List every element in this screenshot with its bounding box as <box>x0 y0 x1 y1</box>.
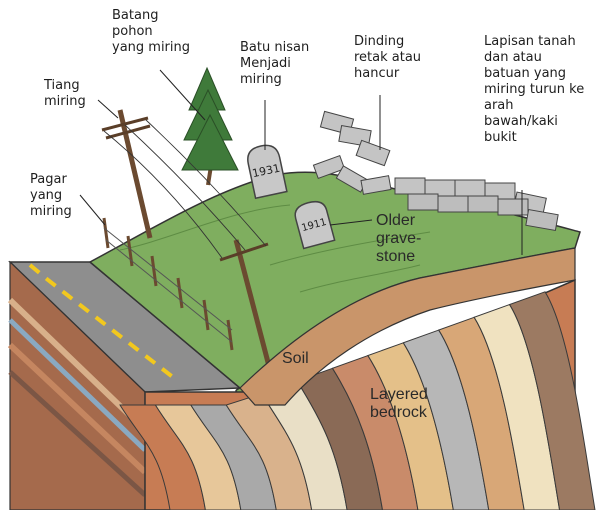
label-batu-nisan: Batu nisan Menjadi miring <box>240 40 310 87</box>
gravestone-1931: 1931 <box>247 144 288 200</box>
bedrock-stratum <box>508 291 596 510</box>
label-dinding-retak: Dinding retak atau hancur <box>354 34 422 81</box>
leader-older <box>329 219 373 226</box>
bedrock-layers <box>119 278 596 510</box>
leader-lines <box>79 69 523 255</box>
leader-batang <box>159 69 206 121</box>
gravestone-1911: 1911 <box>294 200 336 250</box>
leader-tiang <box>97 99 119 119</box>
tilted-pole-left <box>101 109 153 239</box>
leader-pagar <box>79 194 106 226</box>
power-lines <box>103 119 267 259</box>
gravestone-1931-date: 1931 <box>251 162 281 181</box>
tilted-fence <box>102 217 234 351</box>
road-centerline <box>28 263 176 380</box>
soil-layer <box>239 247 576 406</box>
label-older-gravestone: Older grave- stone <box>376 212 422 265</box>
cracked-wall <box>312 110 559 232</box>
label-lapisan-tanah: Lapisan tanah dan atau batuan yang mirin… <box>484 34 585 145</box>
label-tiang-miring: Tiang miring <box>44 78 86 109</box>
label-soil: Soil <box>282 350 309 367</box>
tilted-pole-right <box>219 239 273 371</box>
label-pagar: Pagar yang miring <box>30 172 72 219</box>
road <box>7 260 242 510</box>
label-batang-pohon: Batang pohon yang miring <box>112 8 191 55</box>
label-layered-bedrock: Layered bedrock <box>370 386 428 421</box>
tilted-tree <box>181 66 239 186</box>
